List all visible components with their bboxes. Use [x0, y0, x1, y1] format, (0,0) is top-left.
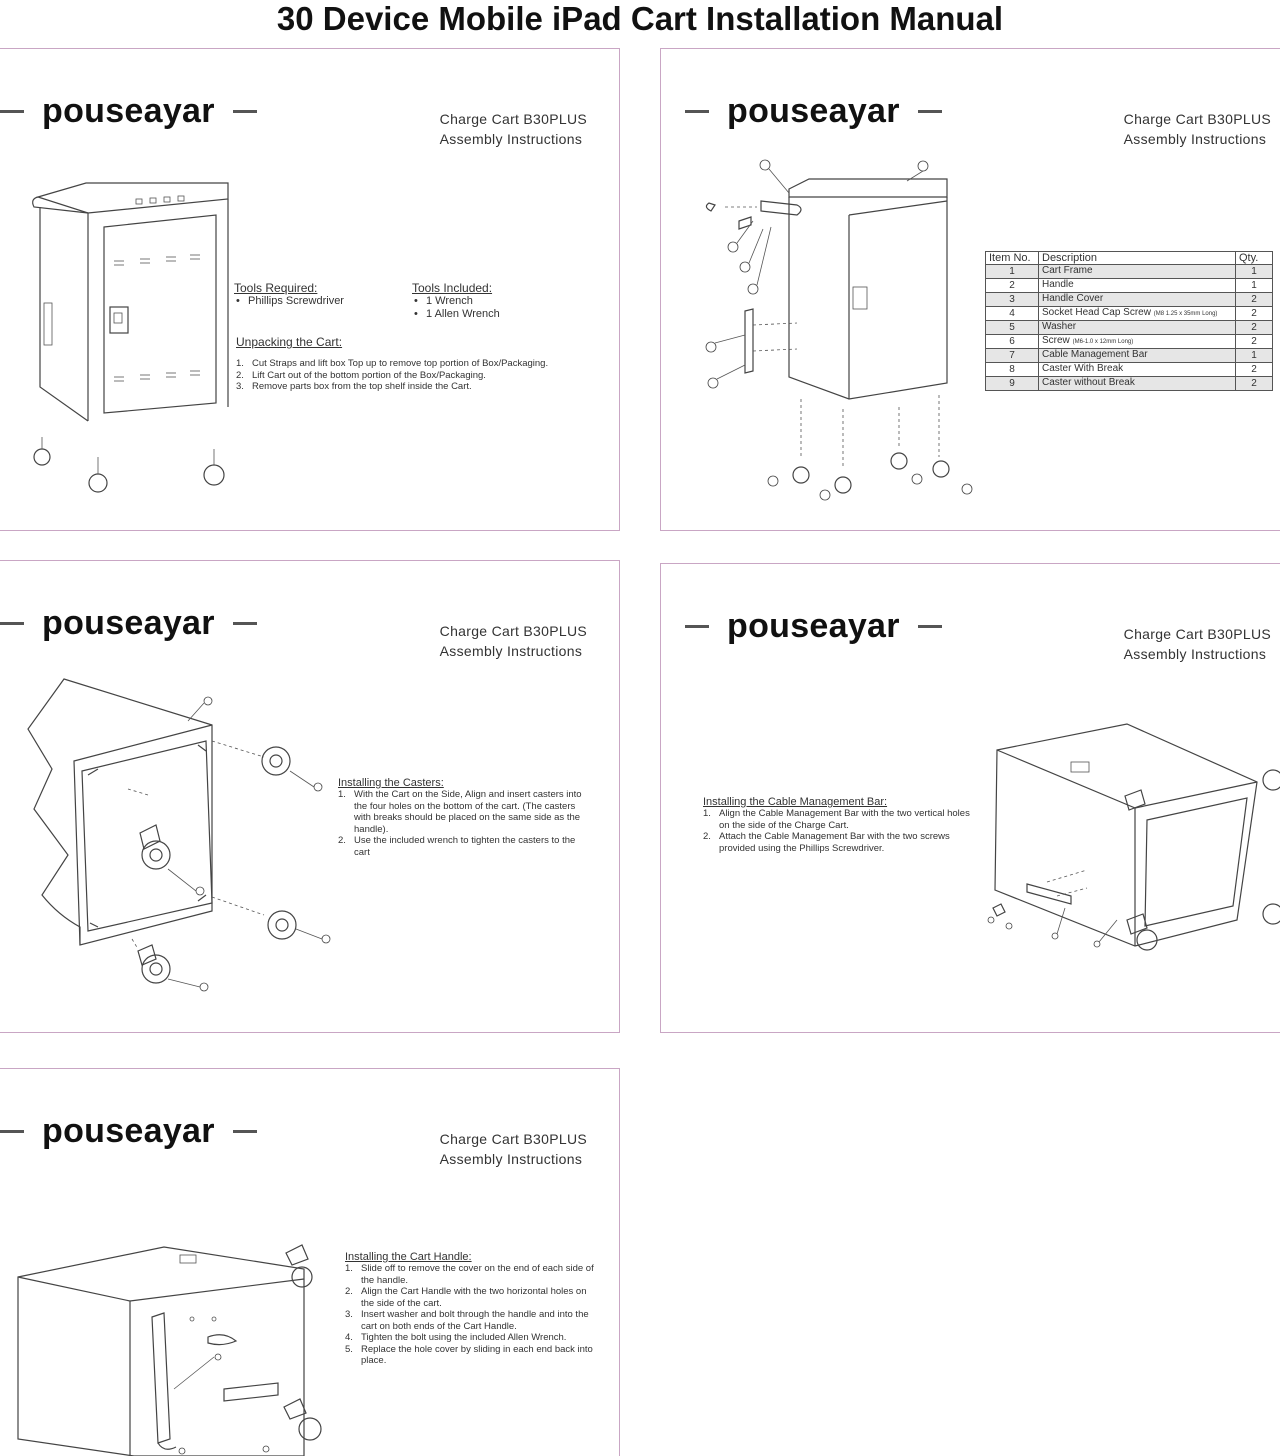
- model-header: Charge Cart B30PLUS Assembly Instruction…: [1124, 624, 1271, 664]
- unpacking-section: Unpacking the Cart: 1.Cut Straps and lif…: [236, 335, 566, 393]
- cable-bar-heading: Installing the Cable Management Bar:: [703, 796, 888, 808]
- brand-dash-left: [685, 109, 709, 113]
- handle-step: 1.Slide off to remove the cover on the e…: [345, 1263, 594, 1286]
- model-header: Charge Cart B30PLUS Assembly Instruction…: [440, 621, 587, 661]
- handle-heading: Installing the Cart Handle:: [345, 1251, 472, 1263]
- brand-name: pouseayar: [727, 91, 900, 130]
- parts-table-header: Item No. Description Qty.: [985, 250, 1273, 266]
- brand-dash-left: [0, 1129, 24, 1133]
- brand-dash-left: [0, 621, 24, 625]
- model-subtitle: Assembly Instructions: [439, 1151, 583, 1167]
- page-casters: pouseayar Charge Cart B30PLUS Assembly I…: [0, 560, 620, 1033]
- brand-dash-right: [232, 1129, 257, 1133]
- tools-required: Tools Required: Phillips Screwdriver: [234, 281, 344, 308]
- handle-step: 5.Replace the hole cover by sliding in e…: [345, 1343, 593, 1367]
- model-header: Charge Cart B30PLUS Assembly Instruction…: [440, 1129, 587, 1169]
- page-cable-bar: pouseayar Charge Cart B30PLUS Assembly I…: [660, 563, 1280, 1033]
- brand-header: pouseayar: [0, 603, 257, 643]
- parts-header-item: Item No.: [985, 250, 1039, 266]
- page-handle: pouseayar Charge Cart B30PLUS Assembly I…: [0, 1068, 620, 1456]
- casters-section: Installing the Casters: 1.With the Cart …: [338, 777, 588, 858]
- tools-included: Tools Included: 1 Wrench 1 Allen Wrench: [412, 281, 500, 321]
- unpacking-step: 3.Remove parts box from the top shelf in…: [236, 381, 472, 392]
- casters-step: 1.With the Cart on the Side, Align and i…: [338, 789, 582, 835]
- tools-included-heading: Tools Included:: [412, 281, 493, 295]
- model-subtitle: Assembly Instructions: [439, 131, 583, 147]
- handle-section: Installing the Cart Handle: 1.Slide off …: [345, 1251, 595, 1367]
- tools-required-heading: Tools Required:: [234, 281, 318, 295]
- model-name: Charge Cart B30PLUS: [439, 111, 587, 127]
- tools-included-item: 1 Wrench: [412, 295, 500, 308]
- model-name: Charge Cart B30PLUS: [1123, 111, 1271, 127]
- casters-heading: Installing the Casters:: [338, 777, 444, 789]
- brand-dash-left: [685, 624, 709, 628]
- model-subtitle: Assembly Instructions: [1123, 131, 1267, 147]
- tools-required-item: Phillips Screwdriver: [234, 295, 344, 308]
- model-name: Charge Cart B30PLUS: [1123, 626, 1271, 642]
- brand-header: pouseayar: [0, 91, 257, 131]
- brand-name: pouseayar: [727, 606, 900, 645]
- page-parts-list: pouseayar Charge Cart B30PLUS Assembly I…: [660, 48, 1280, 531]
- brand-dash-right: [232, 621, 257, 625]
- model-subtitle: Assembly Instructions: [1123, 646, 1267, 662]
- page-unpacking: pouseayar Charge Cart B30PLUS Assembly I…: [0, 48, 620, 531]
- cart-illustration: [32, 182, 229, 493]
- casters-diagram: [27, 678, 331, 992]
- brand-header: pouseayar: [0, 1111, 257, 1151]
- handle-step: 2.Align the Cart Handle with the two hor…: [345, 1286, 587, 1309]
- brand-dash-right: [232, 109, 257, 113]
- handle-step: 4.Tighten the bolt using the included Al…: [345, 1332, 567, 1343]
- brand-dash-right: [917, 624, 942, 628]
- cable-bar-diagram: [987, 723, 1280, 951]
- brand-header: pouseayar: [661, 91, 942, 131]
- parts-header-qty: Qty.: [1235, 250, 1273, 266]
- unpacking-step: 1.Cut Straps and lift box Top up to remo…: [236, 358, 549, 369]
- model-header: Charge Cart B30PLUS Assembly Instruction…: [1124, 109, 1271, 149]
- brand-dash-left: [0, 109, 24, 113]
- model-header: Charge Cart B30PLUS Assembly Instruction…: [440, 109, 587, 149]
- unpacking-step: 2.Lift Cart out of the bottom portion of…: [236, 369, 486, 381]
- model-name: Charge Cart B30PLUS: [439, 623, 587, 639]
- brand-header: pouseayar: [661, 606, 942, 646]
- manual-title: 30 Device Mobile iPad Cart Installation …: [276, 0, 1004, 37]
- cable-bar-section: Installing the Cable Management Bar: 1.A…: [703, 796, 978, 854]
- brand-dash-right: [917, 109, 942, 113]
- model-name: Charge Cart B30PLUS: [439, 1131, 587, 1147]
- handle-step: 3.Insert washer and bolt through the han…: [345, 1309, 589, 1332]
- casters-step: 2.Use the included wrench to tighten the…: [338, 835, 576, 858]
- unpacking-heading: Unpacking the Cart:: [236, 335, 343, 349]
- cable-bar-step: 2.Attach the Cable Management Bar with t…: [703, 831, 950, 854]
- brand-name: pouseayar: [42, 91, 215, 130]
- handle-diagram: [17, 1244, 322, 1456]
- tools-included-item: 1 Allen Wrench: [412, 308, 500, 321]
- model-subtitle: Assembly Instructions: [439, 643, 583, 659]
- brand-name: pouseayar: [42, 1111, 215, 1150]
- brand-name: pouseayar: [42, 603, 215, 642]
- parts-header-desc: Description: [1038, 250, 1236, 266]
- cable-bar-step: 1.Align the Cable Management Bar with th…: [703, 808, 970, 831]
- exploded-parts-diagram: [705, 159, 973, 501]
